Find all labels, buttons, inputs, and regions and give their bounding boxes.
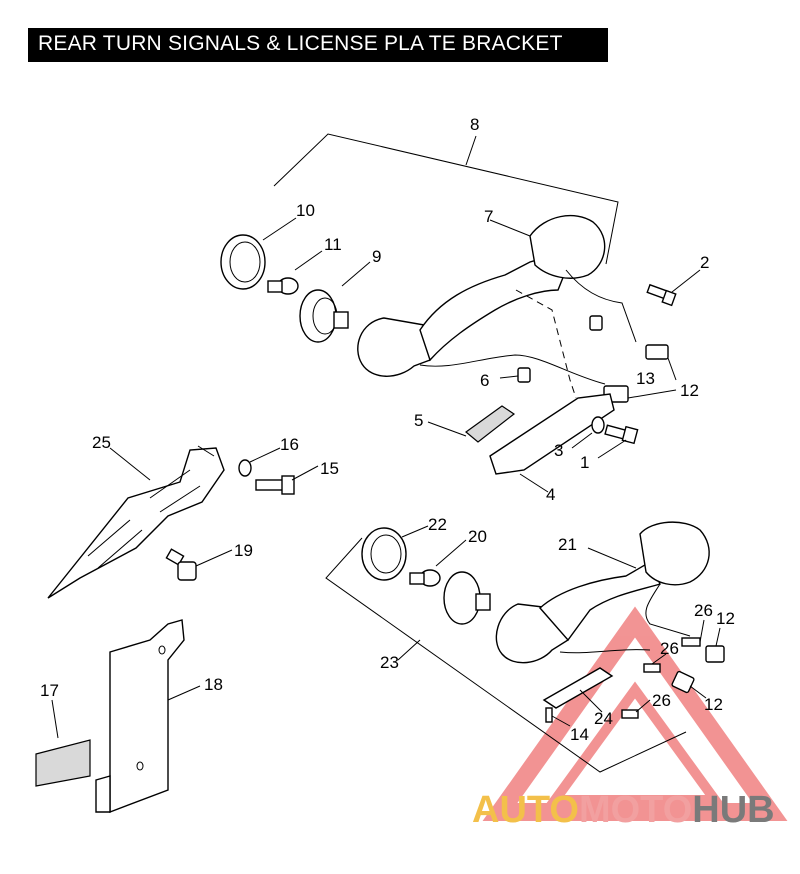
- callout-12-lower-a: 12: [716, 609, 735, 628]
- part-5-pad: [427, 405, 516, 443]
- part-2-screw: [646, 269, 701, 307]
- diagram-title: REAR TURN SIGNALS & LICENSE PLA TE BRACK…: [38, 32, 563, 55]
- callout-17: 17: [40, 681, 59, 700]
- part-17-pad: [35, 699, 91, 787]
- callout-26-b: 26: [660, 639, 679, 658]
- part-26-terminal-c: [621, 699, 651, 719]
- callout-6: 6: [480, 371, 489, 390]
- callout-8: 8: [470, 115, 479, 134]
- watermark-auto: AUTO: [472, 789, 579, 831]
- callout-4: 4: [546, 485, 555, 504]
- part-12-connector-lower-a: [705, 627, 725, 663]
- callout-26-c: 26: [652, 691, 671, 710]
- watermark-moto: MOTO: [579, 789, 692, 831]
- callout-15: 15: [320, 459, 339, 478]
- assembly-bracket-23: [325, 537, 687, 773]
- callout-21: 21: [558, 535, 577, 554]
- part-12-connector-upper-a: [645, 344, 669, 360]
- callout-25: 25: [92, 433, 111, 452]
- callout-19: 19: [234, 541, 253, 560]
- part-16-washer: [238, 447, 281, 477]
- callout-2: 2: [700, 253, 709, 272]
- callout-20: 20: [468, 527, 487, 546]
- part-15-bolt: [255, 465, 319, 495]
- part-19-knob: [165, 548, 233, 581]
- svg-text:AUTOMOTOHUB: AUTOMOTOHUB: [472, 789, 775, 831]
- part-21-turn-signal-assembly: [495, 521, 710, 664]
- part-25-license-bracket: [47, 445, 225, 599]
- callout-labels: 8 10 11 9 7 2 13 12 6 5 3 1 4 25 16 15 1…: [40, 115, 735, 744]
- alignment-dashed-line: [515, 289, 577, 399]
- part-14-fastener: [545, 707, 571, 727]
- part-3-washer: [571, 416, 605, 449]
- part-22-lens: [361, 525, 429, 581]
- callout-12-upper: 12: [680, 381, 699, 400]
- assembly-bracket-8: [273, 133, 619, 265]
- part-6-second-grommet: [589, 315, 603, 331]
- part-1-bolt: [597, 424, 639, 459]
- part-12-connector-lower-b: [671, 670, 707, 699]
- callout-24: 24: [594, 709, 613, 728]
- callout-23: 23: [380, 653, 399, 672]
- part-18-plate-bracket: [95, 619, 201, 814]
- callout-13: 13: [636, 369, 655, 388]
- callout-3: 3: [554, 441, 563, 460]
- watermark-logo: AUTOMOTOHUB: [472, 789, 775, 831]
- watermark-triangle: [482, 606, 788, 821]
- callout-5: 5: [414, 411, 423, 430]
- callout-7: 7: [484, 207, 493, 226]
- callout-11: 11: [324, 235, 342, 254]
- watermark-hub: HUB: [692, 789, 774, 831]
- leader-12-13: [627, 357, 677, 399]
- callout-22: 22: [428, 515, 447, 534]
- part-24-mount-clip: [542, 667, 614, 713]
- title-banner: REAR TURN SIGNALS & LICENSE PLA TE BRACK…: [28, 28, 608, 62]
- part-20-bulb: [409, 539, 467, 587]
- callout-16: 16: [280, 435, 299, 454]
- callout-1: 1: [580, 453, 589, 472]
- part-lower-socket: [443, 571, 491, 625]
- callout-10: 10: [296, 201, 315, 220]
- part-7-turn-signal-assembly: [357, 214, 637, 385]
- part-9-socket: [299, 261, 371, 343]
- part-6-grommet: [499, 367, 531, 383]
- callout-18: 18: [204, 675, 223, 694]
- callout-9: 9: [372, 247, 381, 266]
- callout-14: 14: [570, 725, 589, 744]
- part-10-lens: [220, 217, 297, 290]
- part-26-terminal-a: [681, 619, 705, 647]
- callout-26-a: 26: [694, 601, 713, 620]
- part-26-terminal-b: [643, 653, 667, 673]
- part-11-bulb: [267, 250, 323, 295]
- callout-12-lower-b: 12: [704, 695, 723, 714]
- part-4-mounting-plate: [489, 393, 615, 493]
